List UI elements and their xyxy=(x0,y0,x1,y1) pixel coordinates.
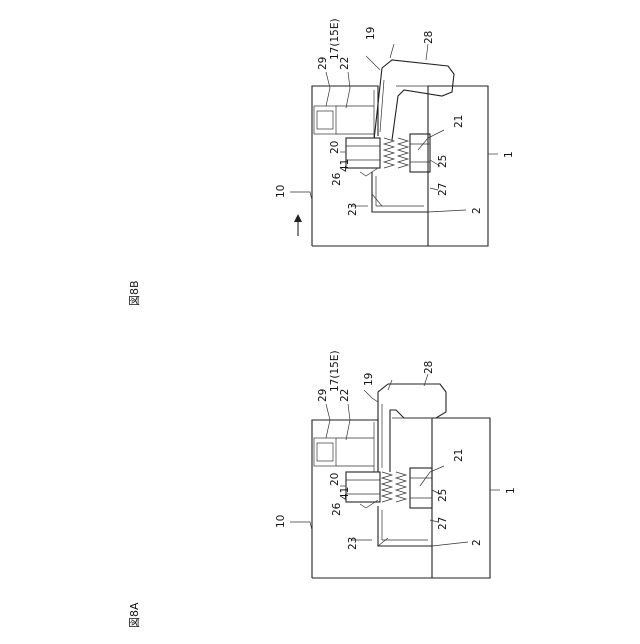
spring-21 xyxy=(382,472,392,502)
label-28: 28 xyxy=(423,31,435,44)
spring-21 xyxy=(384,138,394,168)
label-19: 19 xyxy=(365,27,377,40)
label-17: 17(15E) xyxy=(329,350,341,392)
label-26: 26 xyxy=(331,502,343,516)
label-25: 25 xyxy=(437,155,449,168)
label-10: 10 xyxy=(275,185,287,198)
label-29: 29 xyxy=(317,57,329,70)
lever-19-28 xyxy=(378,384,446,472)
label-2: 2 xyxy=(471,207,483,214)
label-10: 10 xyxy=(275,515,287,528)
label-27: 27 xyxy=(437,517,449,530)
lever-19-28 xyxy=(374,60,454,140)
label-19: 19 xyxy=(363,373,375,386)
label-41: 41 xyxy=(339,487,351,500)
label-20: 20 xyxy=(329,473,341,486)
label-28: 28 xyxy=(423,361,435,374)
label-21: 21 xyxy=(453,449,465,462)
label-21: 21 xyxy=(453,115,465,128)
label-17: 17(15E) xyxy=(329,18,341,60)
figure-8a-labels: 29 22 17(15E) 19 28 20 26 41 23 21 25 27… xyxy=(128,350,517,628)
figure-8b-caption: 図8B xyxy=(128,280,141,306)
figure-8b xyxy=(290,44,498,246)
label-27: 27 xyxy=(437,183,449,196)
label-1: 1 xyxy=(503,151,515,158)
label-1: 1 xyxy=(505,487,517,494)
part-20 xyxy=(346,138,380,168)
label-23: 23 xyxy=(347,203,359,216)
label-26: 26 xyxy=(331,172,343,186)
figure-8a xyxy=(290,374,500,578)
label-25: 25 xyxy=(437,489,449,502)
label-20: 20 xyxy=(329,141,341,154)
label-41: 41 xyxy=(339,159,351,172)
figure-8a-caption: 図8A xyxy=(128,602,141,628)
label-23: 23 xyxy=(347,537,359,550)
label-29: 29 xyxy=(317,389,329,402)
figure-8b-labels: 29 22 17(15E) 19 28 20 26 41 23 21 25 27… xyxy=(128,18,515,306)
label-2: 2 xyxy=(471,539,483,546)
part-20 xyxy=(346,472,380,502)
